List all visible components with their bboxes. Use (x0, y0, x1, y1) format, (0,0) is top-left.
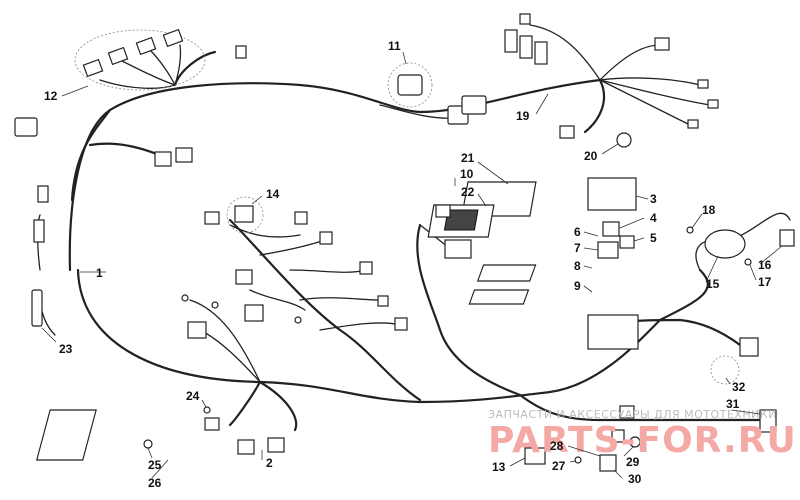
callout-23: 23 (59, 342, 73, 356)
callout-10: 10 (460, 167, 474, 181)
callout-3: 3 (650, 192, 657, 206)
callout-5: 5 (650, 231, 657, 245)
callout-16: 16 (758, 258, 772, 272)
callouts: 1 2 3 4 5 6 7 8 9 10 11 12 13 14 15 16 1 (41, 39, 783, 490)
callout-25: 25 (148, 458, 162, 472)
callout-12: 12 (44, 89, 58, 103)
watermark: ЗАПЧАСТИ И АКСЕССУАРЫ ДЛЯ МОТОТЕХНИКИ PA… (488, 408, 797, 461)
callout-21: 21 (461, 151, 475, 165)
callout-13: 13 (492, 460, 506, 474)
part-3-9-fuse-relay-box (468, 177, 639, 350)
callout-6: 6 (574, 225, 581, 239)
callout-27: 27 (552, 459, 566, 473)
callout-20: 20 (584, 149, 598, 163)
watermark-logo-text: PARTS-FOR.RU (488, 420, 797, 461)
callout-31: 31 (726, 397, 740, 411)
part-14-sensor-connectors (181, 196, 408, 339)
callout-19: 19 (516, 109, 530, 123)
branch-wires (37, 24, 791, 383)
part-11-connector (387, 62, 487, 125)
callout-29: 29 (626, 455, 640, 469)
callout-30: 30 (628, 472, 642, 486)
part-19-harness-connectors (504, 13, 719, 139)
callout-15: 15 (706, 277, 720, 291)
callout-22: 22 (461, 185, 475, 199)
callout-24: 24 (186, 389, 200, 403)
callout-11: 11 (388, 39, 401, 53)
part-21-22-ecu (427, 181, 537, 259)
callout-32: 32 (732, 380, 746, 394)
callout-4: 4 (650, 211, 657, 225)
callout-14: 14 (266, 187, 280, 201)
callout-28: 28 (550, 439, 564, 453)
callout-1: 1 (96, 266, 103, 280)
callout-18: 18 (702, 203, 716, 217)
part-12-connector-group (74, 28, 247, 91)
callout-17: 17 (758, 275, 772, 289)
callout-8: 8 (574, 259, 581, 273)
watermark-tagline: ЗАПЧАСТИ И АКСЕССУАРЫ ДЛЯ МОТОТЕХНИКИ (488, 408, 777, 421)
callout-2: 2 (266, 456, 273, 470)
left-connectors (14, 117, 193, 327)
callout-9: 9 (574, 279, 581, 293)
right-components (686, 226, 795, 433)
callout-26: 26 (148, 476, 162, 490)
callout-7: 7 (574, 241, 581, 255)
lower-components (35, 132, 641, 472)
